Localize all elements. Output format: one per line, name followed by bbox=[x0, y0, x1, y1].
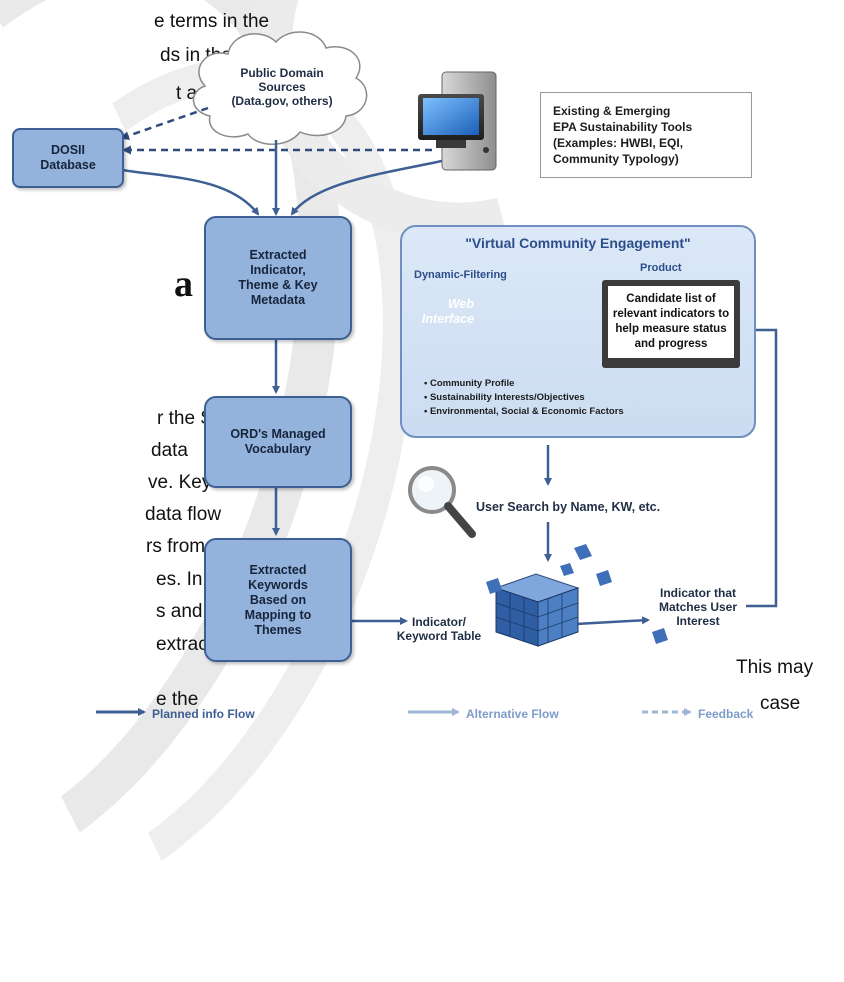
legend-feedback: Feedback bbox=[698, 707, 754, 721]
panel-bullet-list: • Community Profile • Sustainability Int… bbox=[424, 377, 624, 419]
epa-tools-callout: Existing & Emerging EPA Sustainability T… bbox=[540, 92, 752, 178]
body-text-line: data bbox=[151, 440, 188, 461]
panel-title: "Virtual Community Engagement" bbox=[465, 235, 691, 251]
public-domain-sources-label: Public Domain Sources (Data.gov, others) bbox=[231, 66, 333, 108]
body-text-line: case bbox=[760, 693, 801, 714]
body-text-line: e terms in the bbox=[154, 11, 270, 32]
extracted-metadata-box: Extracted Indicator, Theme & Key Metadat… bbox=[204, 216, 352, 340]
section-heading-fragment: a bbox=[174, 263, 193, 305]
managed-vocabulary-box: ORD's Managed Vocabulary bbox=[204, 396, 352, 488]
data-cube-icon bbox=[486, 544, 668, 647]
whiteboard: Candidate list of relevant indicators to… bbox=[602, 280, 740, 368]
dynamic-filtering-label: Dynamic-Filtering bbox=[414, 269, 507, 281]
user-search-label: User Search by Name, KW, etc. bbox=[476, 500, 661, 514]
body-text-line: e the bbox=[156, 689, 199, 710]
body-text-line: This may bbox=[736, 657, 814, 678]
magnifier-icon bbox=[408, 466, 476, 538]
body-text-line: data flow bbox=[145, 504, 222, 525]
bullet-item: • Sustainability Interests/Objectives bbox=[424, 392, 585, 403]
cloud-icon bbox=[192, 31, 368, 145]
candidate-list-text: Candidate list of relevant indicators to… bbox=[608, 286, 734, 358]
extracted-keywords-box: Extracted Keywords Based on Mapping to T… bbox=[204, 538, 352, 662]
legend-alternative-flow: Alternative Flow bbox=[466, 707, 559, 721]
body-text-line: ve. Key bbox=[148, 472, 212, 493]
indicator-match-label: Indicator that Matches User Interest bbox=[658, 586, 738, 628]
web-interface-label: Web Interface bbox=[421, 297, 474, 326]
desktop-computer-icon bbox=[418, 71, 497, 171]
indicator-keyword-table-label: Indicator/ Keyword Table bbox=[396, 615, 482, 643]
bullet-item: • Environmental, Social & Economic Facto… bbox=[424, 406, 624, 417]
legend-planned-flow: Planned info Flow bbox=[152, 707, 255, 721]
bullet-item: • Community Profile bbox=[424, 378, 515, 389]
dosii-database-box: DOSII Database bbox=[12, 128, 124, 188]
product-label: Product bbox=[640, 262, 682, 274]
